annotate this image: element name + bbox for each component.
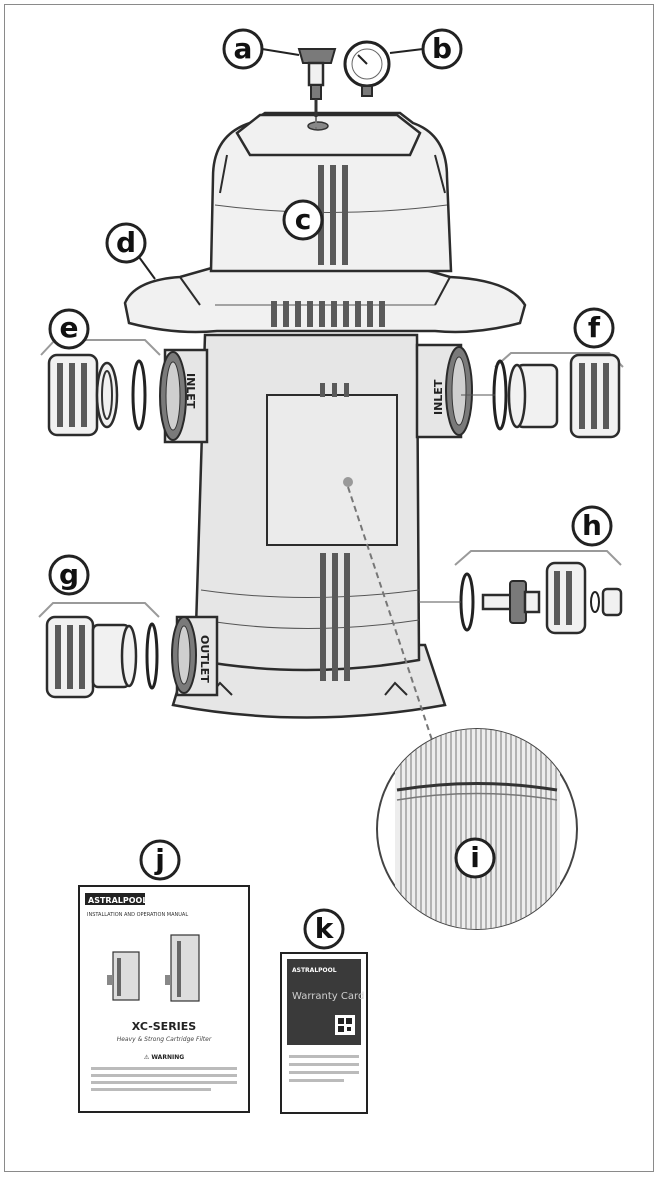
- warranty-brand: ASTRALPOOL: [292, 967, 337, 974]
- manual-heading: INSTALLATION AND OPERATION MANUAL: [87, 912, 188, 918]
- callout-f: f: [573, 307, 615, 349]
- warranty-title: Warranty Card: [292, 991, 364, 1002]
- bracket-g: [38, 602, 160, 618]
- air-release-valve: [297, 48, 337, 117]
- warranty-card: ASTRALPOOL Warranty Card: [280, 952, 368, 1114]
- callout-k: k: [303, 908, 345, 950]
- callout-j: j: [139, 839, 181, 881]
- svg-text:j: j: [154, 843, 165, 876]
- inlet-union-left: [47, 353, 147, 437]
- outlet-label: OUTLET: [198, 635, 211, 683]
- inlet-label-left: INLET: [184, 373, 197, 409]
- svg-text:d: d: [116, 226, 136, 259]
- manual-series: XC-SERIES: [132, 1020, 196, 1033]
- manual-warning: ⚠ WARNING: [144, 1054, 184, 1061]
- bracket-e: [40, 339, 161, 356]
- callout-h: h: [571, 505, 613, 547]
- installation-manual: ASTRALPOOL INSTALLATION AND OPERATION MA…: [78, 885, 250, 1113]
- rib: [320, 553, 326, 681]
- callout-b: b: [421, 28, 463, 70]
- filter-exploded-diagram: INLET INLET OUTLET: [38, 28, 624, 1114]
- rib: [332, 553, 338, 681]
- clamp-ring: [123, 265, 527, 334]
- air-release-port: [307, 121, 329, 131]
- inlet-port-right: [415, 343, 473, 439]
- outlet-union: [45, 615, 159, 699]
- cartridge-detail: [376, 728, 578, 930]
- callout-e: e: [48, 308, 90, 350]
- rib: [344, 553, 350, 681]
- callout-c: c: [282, 199, 324, 241]
- callout-a: a: [222, 28, 264, 70]
- callout-d: d: [105, 222, 147, 264]
- detail-leader: [347, 486, 434, 744]
- drain-assembly: [459, 561, 623, 635]
- manual-brand: ASTRALPOOL: [88, 896, 147, 905]
- callout-i: i: [454, 837, 496, 879]
- svg-text:b: b: [432, 32, 452, 65]
- svg-text:i: i: [470, 841, 480, 874]
- label-panel: [266, 394, 398, 546]
- clamp-ribs: [271, 301, 385, 327]
- manual-product-image: [107, 934, 200, 1002]
- pressure-gauge: [343, 40, 391, 97]
- svg-text:k: k: [315, 912, 335, 945]
- inlet-label-right: INLET: [432, 379, 445, 415]
- bracket-h: [454, 550, 622, 566]
- lid-top: [235, 113, 422, 157]
- inlet-union-right: [492, 353, 621, 439]
- svg-text:c: c: [295, 203, 312, 236]
- inlet-port-left: [159, 348, 209, 444]
- svg-text:a: a: [234, 32, 253, 65]
- manual-subtitle: Heavy & Strong Cartridge Filter: [117, 1036, 212, 1043]
- sight-point: [343, 477, 353, 487]
- svg-text:g: g: [59, 558, 79, 591]
- svg-text:e: e: [60, 311, 79, 344]
- outlet-port: [171, 615, 219, 697]
- svg-text:f: f: [588, 311, 601, 344]
- svg-text:h: h: [582, 509, 602, 542]
- diagram-frame: INLET INLET OUTLET: [4, 4, 654, 1172]
- callout-g: g: [48, 554, 90, 596]
